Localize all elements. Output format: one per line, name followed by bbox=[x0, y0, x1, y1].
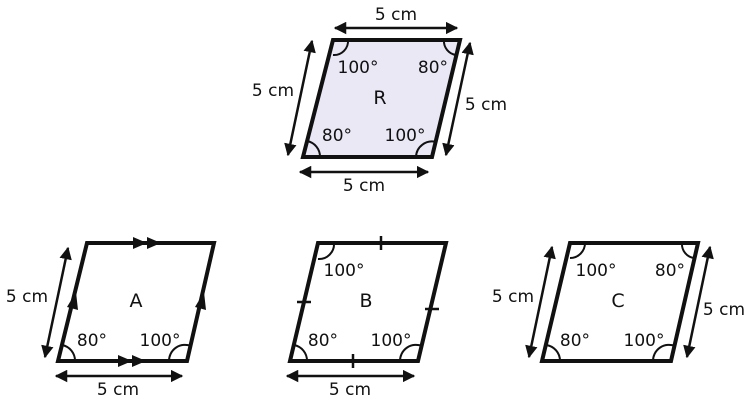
side-label-bottom: 5 cm bbox=[343, 176, 385, 196]
angle-label-br: 100° bbox=[140, 331, 181, 351]
angle-label-tl: 100° bbox=[338, 58, 379, 78]
side-label-top: 5 cm bbox=[375, 5, 417, 25]
side-label-left: 5 cm bbox=[252, 81, 294, 101]
shape-name-b: B bbox=[359, 290, 372, 312]
angle-arc-icon bbox=[415, 140, 437, 158]
angle-label-bl: 80° bbox=[77, 331, 107, 351]
dimension-arrow-left bbox=[525, 245, 556, 359]
shape-name-r: R bbox=[373, 87, 386, 109]
side-label-left: 5 cm bbox=[492, 287, 534, 307]
parallel-arrow-icon bbox=[133, 237, 161, 249]
angle-label-bl: 80° bbox=[322, 126, 352, 146]
side-label-bottom: 5 cm bbox=[97, 380, 139, 400]
angle-label-tl: 100° bbox=[576, 261, 617, 281]
angle-arc-icon bbox=[569, 242, 586, 259]
angle-label-tr: 80° bbox=[655, 261, 685, 281]
angle-arc-icon bbox=[651, 343, 676, 362]
side-label-right: 5 cm bbox=[703, 300, 745, 320]
angle-label-bl: 80° bbox=[308, 331, 338, 351]
angle-arc-icon bbox=[545, 344, 562, 362]
angle-label-br: 100° bbox=[385, 126, 426, 146]
angle-arc-icon bbox=[332, 39, 350, 57]
shape-b: 5 cm 100° 80° 100° B bbox=[285, 236, 449, 400]
side-label-bottom: 5 cm bbox=[329, 380, 371, 400]
parallel-arrow-icon bbox=[118, 355, 146, 367]
angle-label-br: 100° bbox=[624, 331, 665, 351]
angle-label-br: 100° bbox=[371, 331, 412, 351]
side-label-left: 5 cm bbox=[6, 287, 48, 307]
angle-arc-icon bbox=[293, 344, 309, 362]
shape-name-a: A bbox=[130, 290, 143, 312]
dimension-arrow-left bbox=[41, 246, 72, 359]
shape-name-c: C bbox=[611, 290, 624, 312]
side-label-right: 5 cm bbox=[465, 95, 507, 115]
dimension-arrow-right bbox=[683, 245, 714, 359]
shape-c: 5 cm 5 cm 100° 80° 80° 100° C bbox=[492, 241, 745, 363]
dimension-arrow-right bbox=[442, 41, 474, 157]
angle-arc-icon bbox=[167, 343, 192, 362]
rhombus-b-outline bbox=[287, 241, 449, 363]
angle-label-tr: 80° bbox=[418, 58, 448, 78]
shape-a: 5 cm 5 cm 80° 100° A bbox=[6, 237, 217, 400]
shape-r: 5 cm 5 cm 5 cm 5 cm 100° 80° 80° 100° R bbox=[252, 5, 507, 196]
angle-label-tl: 100° bbox=[324, 261, 365, 281]
angle-arc-icon bbox=[317, 242, 336, 261]
angle-arc-icon bbox=[398, 343, 423, 362]
angle-arc-icon bbox=[61, 344, 77, 362]
angle-label-bl: 80° bbox=[560, 331, 590, 351]
parallel-arrow-icon bbox=[195, 292, 206, 310]
angle-arc-icon bbox=[680, 242, 695, 259]
dimension-arrow-left bbox=[284, 39, 316, 157]
